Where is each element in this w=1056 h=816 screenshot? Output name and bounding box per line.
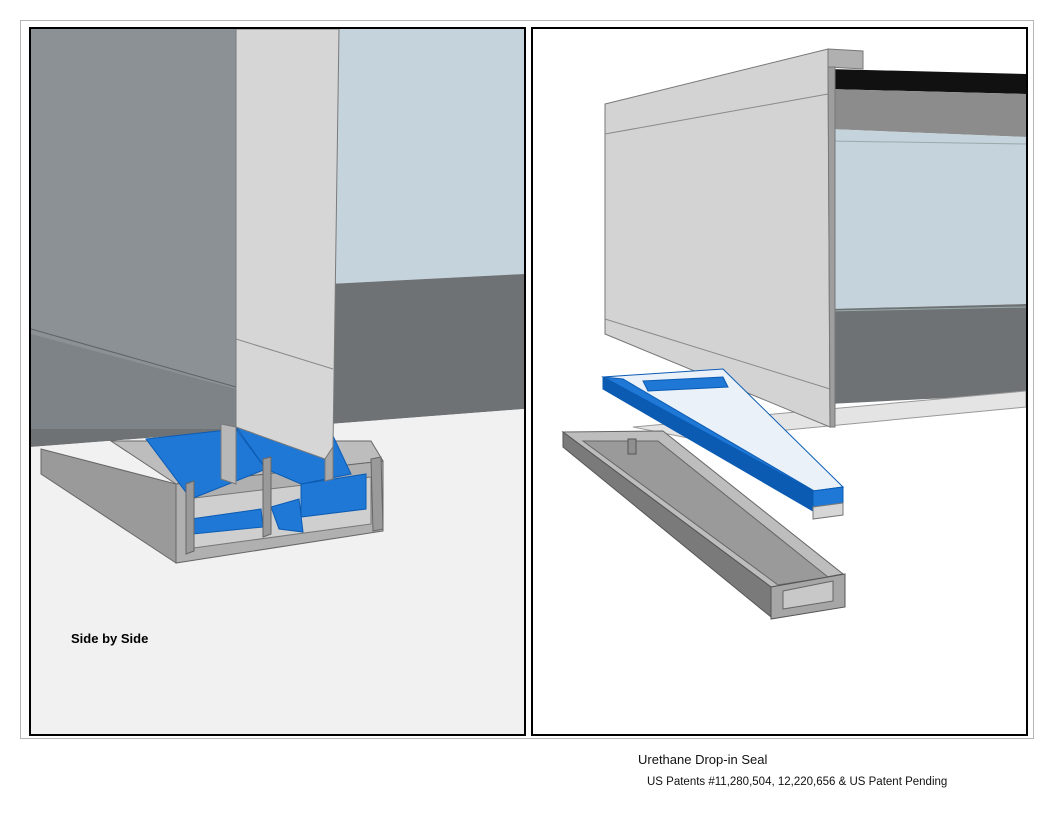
back-wall-light [828,129,1026,309]
channel-divider [262,456,272,538]
door-panel-dark [31,29,236,429]
door-panel-light [235,29,340,460]
seal-back-strip [642,376,729,392]
back-wall-grey-top [828,89,1026,137]
panel-label-side-by-side: Side by Side [71,631,149,646]
channel-left-wall [185,480,195,555]
back-wall-black [828,69,1026,94]
side-by-side-illustration [31,29,524,734]
back-wall-dark [828,304,1026,404]
door-panel-top-cap [827,48,864,70]
seal-right-face [300,473,367,518]
caption-title: Urethane Drop-in Seal [638,752,768,767]
caption-patent: US Patents #11,280,504, 12,220,656 & US … [647,776,948,788]
door-panel-dark-lower [31,334,236,429]
channel-end-inner [782,580,834,610]
sheet-border [20,20,1034,739]
channel-divider [627,438,637,455]
channel-right-wall [370,456,384,532]
seal-center-drop [270,498,304,533]
door-panel-edge [827,66,836,428]
door-panel-light-foot [324,445,334,482]
door-panel-light-edge [220,423,237,485]
panel-side-by-side: Side by Side [29,27,526,736]
exploded-view-illustration [561,48,1026,620]
seal-end-foot [812,502,844,520]
panel-exploded-view [531,27,1028,736]
